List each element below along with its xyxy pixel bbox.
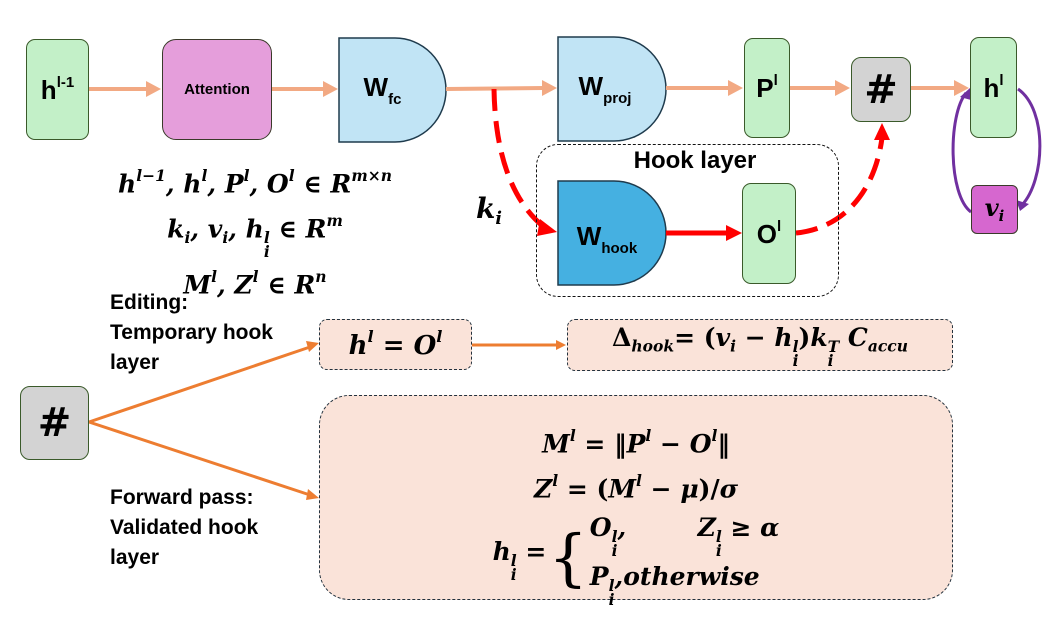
arrow-combine-to-forward xyxy=(88,420,311,497)
editing-mode-label: Editing: Temporary hook layer xyxy=(110,291,273,374)
w-proj-shape xyxy=(557,36,667,142)
w-proj-node: Wproj xyxy=(558,37,666,141)
hook-output-box: Ol xyxy=(742,183,796,284)
arrowhead xyxy=(728,80,743,96)
combine-symbol: # xyxy=(37,400,72,446)
arrow-o-to-combine xyxy=(795,137,885,236)
w-proj-label: Wproj xyxy=(578,71,632,107)
arrow-key-to-hook xyxy=(491,88,547,230)
input-hidden-state-box: hl-1 xyxy=(26,39,89,140)
arrowhead xyxy=(306,489,319,500)
w-hook-label: Whook xyxy=(576,221,638,257)
editing-assignment-formula: hl = Ol xyxy=(348,327,443,362)
w-fc-label: Wfc xyxy=(363,72,402,108)
loop-arrows xyxy=(951,87,1042,214)
projection-output-label: Pl xyxy=(756,72,778,103)
arrowhead xyxy=(960,88,971,100)
arrowhead xyxy=(556,340,566,350)
arrowhead xyxy=(323,81,338,97)
arrowhead xyxy=(537,219,557,236)
arrow-h-to-v xyxy=(1017,87,1042,207)
arrowhead xyxy=(146,81,161,97)
mode-arrows xyxy=(88,340,566,500)
hook-layer-title: Hook layer xyxy=(633,147,757,174)
input-hidden-state-label: hl-1 xyxy=(40,73,75,105)
combine-symbol: # xyxy=(864,66,898,113)
attention-label: Attention xyxy=(184,81,250,98)
hook-arrows xyxy=(491,88,890,241)
definition-line-1: hl−1, hl, Pl, Ol ∈ Rm×n xyxy=(118,166,392,199)
attention-box: Attention xyxy=(162,39,272,140)
hook-layer-container xyxy=(536,144,839,297)
distance-formula: Ml = ‖Pl − Ol‖ xyxy=(542,426,730,459)
arrow-wfc-to-wproj xyxy=(445,86,545,91)
arrowhead xyxy=(542,80,557,96)
w-fc-shape xyxy=(338,37,447,143)
output-hidden-state-label: hl xyxy=(983,71,1004,103)
combine-node-bottom: # xyxy=(20,386,89,460)
arrowhead xyxy=(954,80,969,96)
w-hook-node: Whook xyxy=(558,181,666,285)
arrowhead xyxy=(1016,200,1029,211)
combine-node-top: # xyxy=(851,57,911,122)
value-vector-box: vi xyxy=(971,185,1018,234)
cases-brace: { xyxy=(548,521,588,595)
zscore-formula: Zl = (Ml − μ)/σ xyxy=(533,470,739,504)
arrowhead xyxy=(306,341,319,352)
forward-mode-label: Forward pass: Validated hook layer xyxy=(110,486,259,569)
value-vector-label: vi xyxy=(984,193,1005,226)
w-fc-node: Wfc xyxy=(339,38,446,142)
definition-line-3: Ml, Zl ∈ Rn xyxy=(183,267,327,300)
arrow-combine-to-editing xyxy=(88,345,311,424)
arrow-v-to-h xyxy=(951,92,973,214)
editing-assignment-box: hl = Ol xyxy=(319,319,472,370)
hook-output-label: Ol xyxy=(756,217,782,249)
arrowhead xyxy=(726,225,742,241)
arrowhead xyxy=(874,123,890,140)
arrowhead xyxy=(835,80,850,96)
projection-output-box: Pl xyxy=(744,38,790,138)
output-hidden-state-box: hl xyxy=(970,37,1017,138)
flow-arrows xyxy=(89,80,969,97)
w-hook-shape xyxy=(557,180,667,286)
key-vector-label: ki xyxy=(476,192,503,230)
